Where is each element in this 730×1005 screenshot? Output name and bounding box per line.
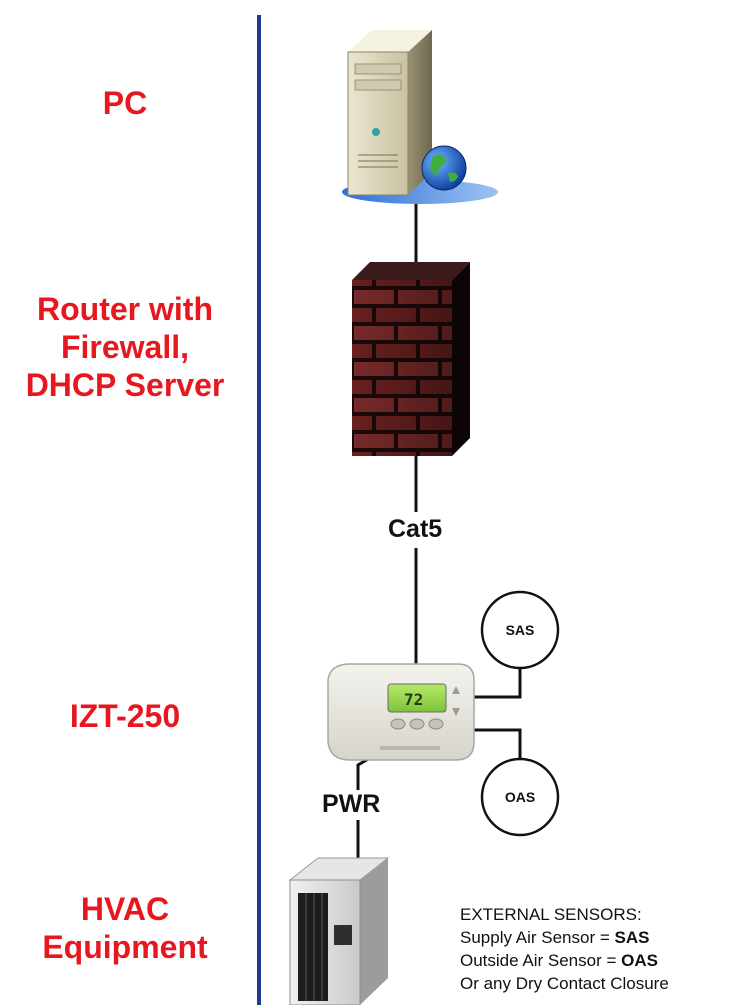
cat5-label: Cat5 xyxy=(388,515,443,543)
notes-heading: EXTERNAL SENSORS: xyxy=(460,905,642,924)
external-sensors-notes: EXTERNAL SENSORS: Supply Air Sensor = SA… xyxy=(460,903,669,995)
router-label-line3: DHCP Server xyxy=(25,367,225,403)
firewall-icon xyxy=(352,262,470,456)
oas-wire xyxy=(472,728,522,770)
vertical-divider xyxy=(257,15,261,1005)
notes-line-dry-contact: Or any Dry Contact Closure xyxy=(460,974,669,993)
sas-sensor-circle xyxy=(480,590,560,670)
pc-label: PC xyxy=(0,84,250,122)
router-label: Router with Firewall, DHCP Server xyxy=(0,290,250,404)
notes-line-oas: Outside Air Sensor = OAS xyxy=(460,951,658,970)
thermostat-label: IZT-250 xyxy=(0,697,250,735)
hvac-equipment-icon xyxy=(288,857,390,1005)
router-label-line2: Firewall, xyxy=(60,329,190,365)
pc-server-icon xyxy=(342,30,498,204)
sas-wire xyxy=(472,668,522,699)
hvac-label-line1: HVAC xyxy=(80,891,170,927)
sas-label: SAS xyxy=(505,622,535,638)
pc-label-text: PC xyxy=(102,85,148,121)
thermostat-icon: 72 xyxy=(327,663,475,761)
oas-sensor-circle xyxy=(480,757,560,837)
thermostat-label-text: IZT-250 xyxy=(69,698,181,734)
router-label-line1: Router with xyxy=(37,291,213,327)
hvac-label-line2: Equipment xyxy=(42,929,208,965)
hvac-label: HVAC Equipment xyxy=(0,890,250,966)
pwr-label: PWR xyxy=(322,790,381,818)
thermostat-display-value: 72 xyxy=(404,690,423,709)
oas-label: OAS xyxy=(504,789,536,805)
notes-line-sas: Supply Air Sensor = SAS xyxy=(460,928,650,947)
